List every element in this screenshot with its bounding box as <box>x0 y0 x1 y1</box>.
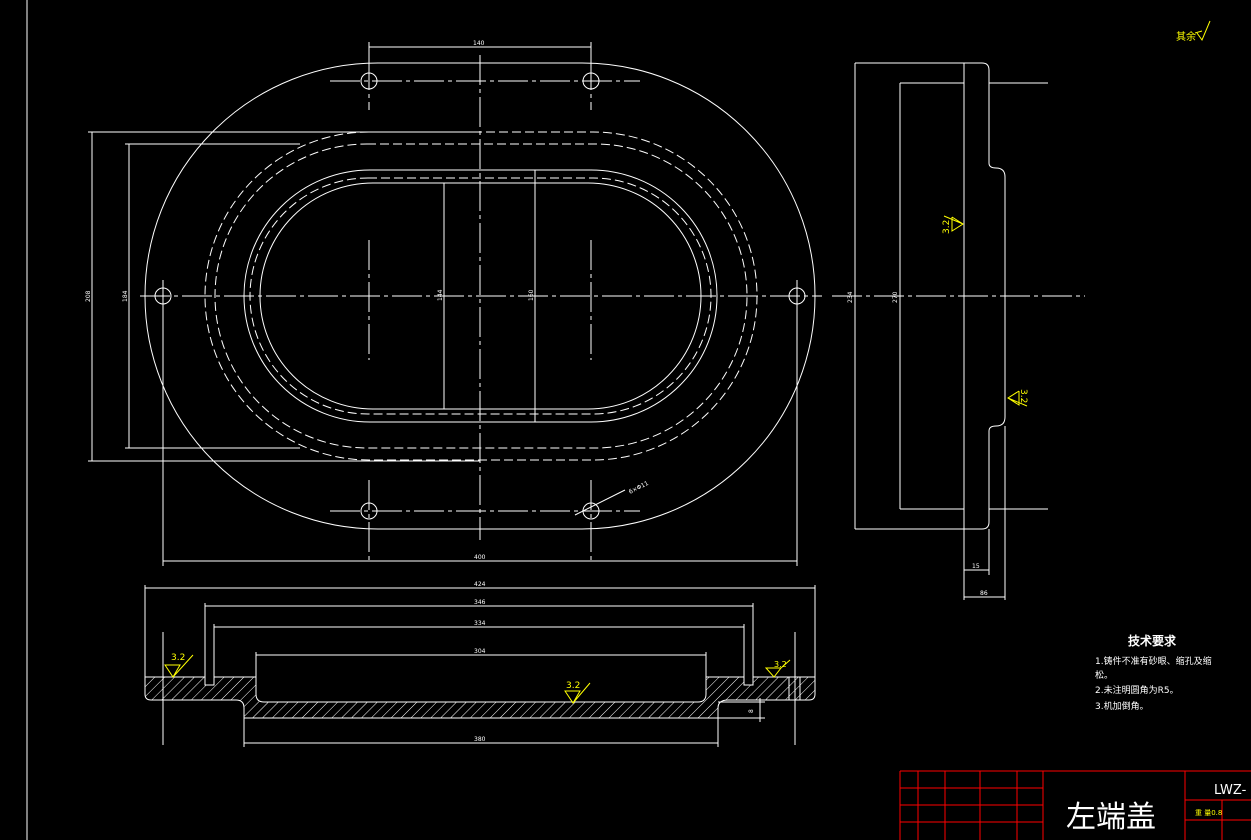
roughness-mark-remaining <box>1196 20 1211 42</box>
roughness-value: 3.2 <box>1018 389 1028 403</box>
roughness-symbols <box>164 20 1211 704</box>
dim-inner-160: 160 <box>528 289 535 301</box>
dim-height-234: 234 <box>847 291 854 303</box>
tech-req-line: 3.机加倒角。 <box>1095 700 1149 712</box>
dim-thickness-86: 86 <box>980 590 988 597</box>
roughness-value: 3.2 <box>774 660 787 669</box>
top-view <box>88 42 822 566</box>
tech-req-line: 松。 <box>1095 669 1113 681</box>
roughness-mark <box>564 682 591 704</box>
dim-height-184: 184 <box>122 290 129 302</box>
roughness-value: 3.2 <box>171 653 185 663</box>
dim-overall-width: 400 <box>474 554 486 561</box>
roughness-remaining-label: 其余 <box>1176 30 1196 43</box>
dim-bottom-380: 380 <box>474 736 486 743</box>
drawing-number: LWZ- <box>1214 783 1247 798</box>
roughness-mark <box>764 659 791 678</box>
pocket-middle-dashed <box>214 143 748 449</box>
dim-thickness-15: 15 <box>972 563 980 570</box>
section-profile[interactable] <box>144 676 816 719</box>
section-view <box>144 585 816 747</box>
dim-width-346: 346 <box>474 599 486 606</box>
dim-height-270: 270 <box>892 291 899 303</box>
dim-width-334: 334 <box>474 620 486 627</box>
part-name: 左端盖 <box>1066 800 1156 835</box>
dim-overall-height: 208 <box>85 290 92 302</box>
roughness-mark <box>1007 390 1028 407</box>
side-profile <box>963 62 1006 530</box>
dim-overall-424: 424 <box>474 581 486 588</box>
roughness-value: 3.2 <box>566 681 580 691</box>
title-block <box>899 770 1251 840</box>
dim-hole-spacing: 140 <box>473 40 485 47</box>
dim-depth-8: 8 <box>748 709 755 713</box>
dim-width-304: 304 <box>474 648 486 655</box>
dim-hole-spec: 6×Φ11 <box>628 480 650 496</box>
roughness-value: 3.2 <box>942 220 952 234</box>
weight-label: 重 量0.8 <box>1195 809 1222 817</box>
dim-inner-144: 144 <box>437 289 444 301</box>
side-view <box>832 62 1085 600</box>
tech-req-line: 1.铸件不准有砂眼、缩孔及缩 <box>1095 655 1212 667</box>
roughness-mark <box>943 215 964 232</box>
tech-req-title: 技术要求 <box>1128 633 1177 648</box>
tech-req-line: 2.未注明圆角为R5。 <box>1095 684 1179 696</box>
roughness-mark <box>164 654 194 678</box>
